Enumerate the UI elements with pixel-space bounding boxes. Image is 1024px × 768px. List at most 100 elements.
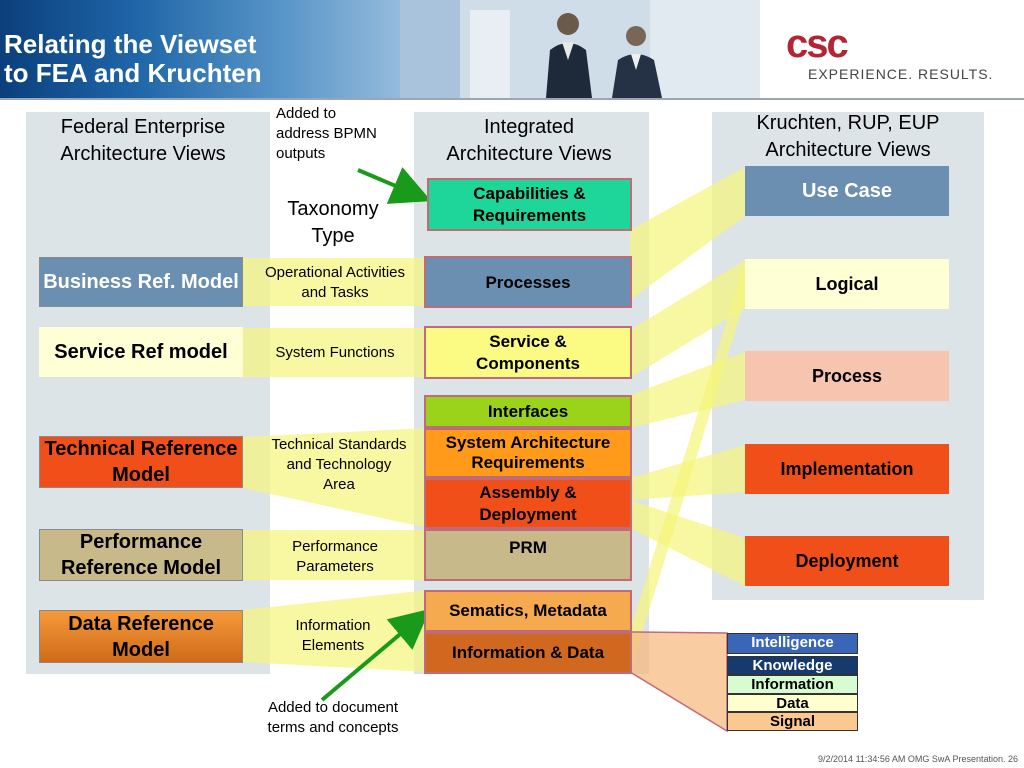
band-process-sysarch — [630, 352, 745, 428]
band-trm-sysarch — [243, 428, 428, 528]
integrated-heading-line-1: Integrated — [483, 116, 575, 138]
band-implementation-assembly — [630, 445, 745, 500]
taxonomy-line: Performance — [292, 538, 378, 555]
use-case-label: Use Case — [801, 180, 893, 202]
business-ref-model-box: Business Ref. Model — [39, 257, 243, 307]
box-line: Interfaces — [487, 401, 569, 421]
band-logical-services — [630, 260, 745, 378]
technical-ref-model-box: Technical Reference Model — [39, 436, 243, 488]
pyramid-label: Data — [776, 695, 809, 712]
note-terms-line-2: terms and concepts — [267, 719, 399, 736]
fea-heading-line-2: Architecture Views — [60, 143, 226, 165]
taxonomy-line: and Tasks — [301, 284, 369, 301]
box-line: Components — [476, 353, 580, 373]
pyramid-intelligence: Intelligence — [727, 633, 858, 654]
connector-bands — [243, 167, 745, 672]
implementation-box: Implementation — [745, 444, 949, 494]
integrated-heading-line-2: Architecture Views — [446, 143, 612, 165]
kruchten-heading-line-2: Architecture Views — [765, 139, 931, 161]
pyramid-signal: Signal — [727, 712, 858, 731]
note-terms-line-1: Added to document — [267, 699, 399, 716]
pyramid-knowledge: Knowledge — [727, 656, 858, 675]
taxonomy-item: System Functions — [246, 343, 424, 363]
technical-ref-model-label: Technical Reference Model — [44, 438, 238, 486]
box-line: Service & — [489, 331, 567, 351]
deployment-box: Deployment — [745, 536, 949, 586]
band-deployment-assembly — [630, 500, 745, 586]
fea-heading: Federal Enterprise Architecture Views — [26, 114, 260, 168]
band-brm-processes — [243, 258, 428, 306]
box-line: Information & Data — [451, 643, 605, 662]
title-line-1: Relating the Viewset — [4, 29, 257, 59]
pyramid-information: Information — [727, 675, 858, 694]
page-title: Relating the Viewset to FEA and Kruchten — [4, 30, 404, 88]
csc-logo: CSC — [786, 22, 849, 66]
use-case-box: Use Case — [745, 166, 949, 216]
band-usecase-capabilities — [630, 167, 745, 300]
integrated-heading: Integrated Architecture Views — [414, 114, 644, 168]
logical-label: Logical — [815, 274, 879, 294]
performance-ref-model-box: Performance Reference Model — [39, 529, 243, 581]
service-ref-model-label: Service Ref model — [54, 341, 228, 363]
box-line: Requirements — [472, 205, 587, 225]
taxonomy-item: Technical Standards and Technology Area — [250, 435, 428, 495]
data-ref-model-box: Data Reference Model — [39, 610, 243, 663]
process-label: Process — [811, 366, 883, 386]
pyramid-data: Data — [727, 694, 858, 712]
deployment-label: Deployment — [795, 551, 899, 571]
taxonomy-item: Operational Activities and Tasks — [246, 263, 424, 303]
capabilities-requirements-box: Capabilities & Requirements — [427, 178, 632, 231]
band-prm-prm — [243, 530, 428, 580]
implementation-label: Implementation — [780, 459, 914, 479]
taxonomy-line: Information — [295, 617, 371, 634]
taxonomy-item: Performance Parameters — [246, 537, 424, 577]
process-box: Process — [745, 351, 949, 401]
pyramid-label: Knowledge — [752, 657, 833, 674]
box-line: PRM — [509, 538, 547, 557]
pyramid-label: Information — [751, 676, 834, 693]
band-srm-services — [243, 328, 428, 377]
arrow-to-capabilities — [357, 167, 432, 204]
taxonomy-line: and Technology — [286, 456, 392, 473]
box-line: Sematics, Metadata — [449, 601, 607, 620]
logical-box: Logical — [745, 259, 949, 309]
taxonomy-line: Operational Activities — [264, 264, 406, 281]
processes-box: Processes — [424, 256, 632, 308]
box-line: Capabilities & — [473, 183, 586, 203]
taxonomy-line: Parameters — [296, 558, 374, 575]
data-ref-model-label: Data Reference Model — [68, 612, 214, 661]
slide-footer: 9/2/2014 11:34:56 AM OMG SwA Presentatio… — [818, 754, 1018, 764]
arrow-to-sematics — [320, 608, 431, 702]
assembly-deployment-box: Assembly & Deployment — [424, 478, 632, 529]
note-bpmn-line-2: address BPMN — [276, 125, 377, 142]
note-bpmn-line-3: outputs — [276, 145, 326, 162]
information-data-box: Information & Data — [424, 632, 632, 674]
note-bpmn: Added to address BPMN outputs — [276, 104, 406, 164]
taxonomy-line: System Functions — [275, 344, 395, 361]
sematics-metadata-box: Sematics, Metadata — [424, 590, 632, 632]
kruchten-heading: Kruchten, RUP, EUP Architecture Views — [712, 110, 984, 164]
taxonomy-heading-line-2: Type — [311, 225, 355, 247]
taxonomy-line: Area — [323, 476, 355, 493]
header-divider — [0, 98, 1024, 100]
interfaces-box: Interfaces — [424, 395, 632, 428]
note-bpmn-line-1: Added to — [276, 105, 337, 122]
taxonomy-heading: Taxonomy Type — [268, 196, 398, 250]
header-photo — [400, 0, 760, 98]
performance-ref-model-label: Performance Reference Model — [60, 531, 222, 579]
taxonomy-line: Elements — [301, 637, 365, 654]
taxonomy-line: Technical Standards — [271, 436, 407, 453]
logo-tagline: EXPERIENCE. RESULTS. — [808, 66, 994, 82]
taxonomy-item: Information Elements — [244, 616, 422, 656]
service-ref-model-box: Service Ref model — [39, 327, 243, 377]
service-components-box: Service & Components — [424, 326, 632, 379]
fea-heading-line-1: Federal Enterprise — [60, 116, 226, 138]
business-ref-model-label: Business Ref. Model — [43, 271, 239, 293]
title-line-2: to FEA and Kruchten — [4, 58, 262, 88]
system-architecture-box: System Architecture Requirements — [424, 428, 632, 478]
note-terms: Added to document terms and concepts — [244, 698, 422, 738]
pyramid-label: Intelligence — [751, 634, 834, 651]
prm-box: PRM — [424, 529, 632, 581]
box-line: Deployment — [479, 504, 577, 524]
